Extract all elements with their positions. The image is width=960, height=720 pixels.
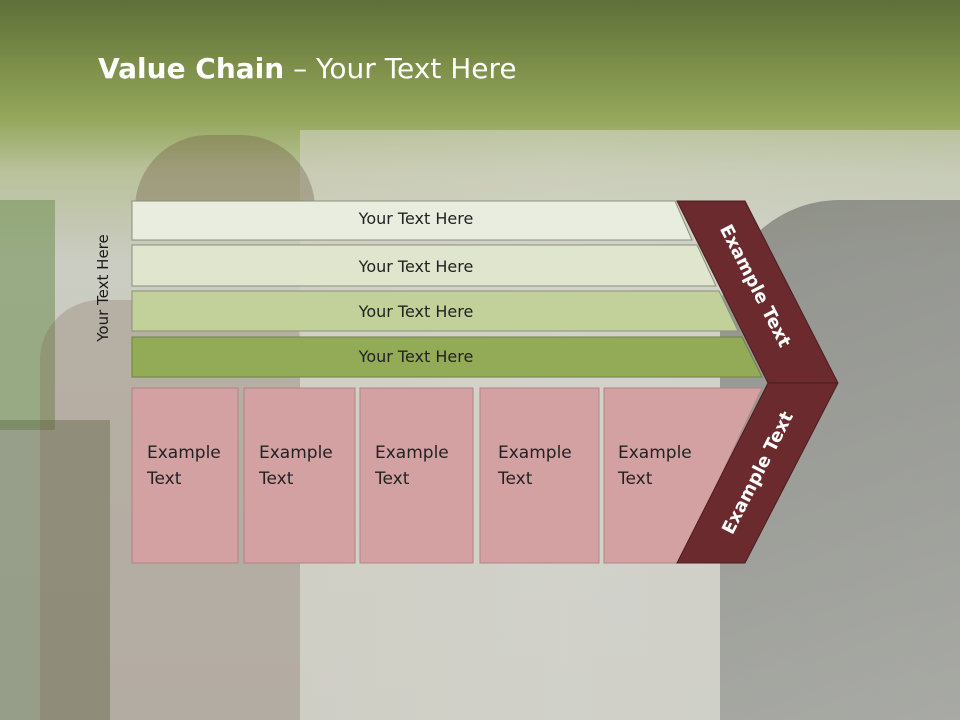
cell-4-line1: Example (498, 443, 572, 463)
cell-1-label: Example Text (147, 440, 221, 492)
cell-5-line2: Text (618, 469, 653, 489)
row-2-shape[interactable] (131, 244, 717, 287)
cell-2-line2: Text (259, 469, 294, 489)
cell-1-line1: Example (147, 443, 221, 463)
cell-2-line1: Example (259, 443, 333, 463)
row-3-shape[interactable] (131, 290, 739, 332)
cell-1-shape[interactable] (131, 387, 239, 564)
cell-2-label: Example Text (259, 440, 333, 492)
row-4-label: Your Text Here (358, 347, 474, 366)
cell-5-label: Example Text (618, 440, 692, 492)
background-foliage (0, 420, 110, 720)
row-3-label: Your Text Here (358, 302, 474, 321)
row-4-shape[interactable] (131, 336, 763, 378)
cell-3-line2: Text (375, 469, 410, 489)
row-2-label: Your Text Here (358, 257, 474, 276)
cell-4-shape[interactable] (479, 387, 600, 564)
background-window (0, 200, 55, 430)
row-1-label: Your Text Here (358, 209, 474, 228)
row-1-shape[interactable] (131, 200, 693, 241)
cell-2-shape[interactable] (243, 387, 356, 564)
cell-5-line1: Example (618, 443, 692, 463)
diagram-reflection: Text Example Text Example Text Example T… (0, 565, 960, 720)
cell-3-shape[interactable] (359, 387, 474, 564)
cell-1-line2: Text (147, 469, 182, 489)
cell-3-line1: Example (375, 443, 449, 463)
title-bold: Value Chain (98, 52, 285, 85)
title-rest: – Your Text Here (284, 52, 517, 85)
slide-title[interactable]: Value Chain – Your Text Here (98, 52, 517, 96)
cell-4-label: Example Text (498, 440, 572, 492)
cell-4-line2: Text (498, 469, 533, 489)
cell-3-label: Example Text (375, 440, 449, 492)
